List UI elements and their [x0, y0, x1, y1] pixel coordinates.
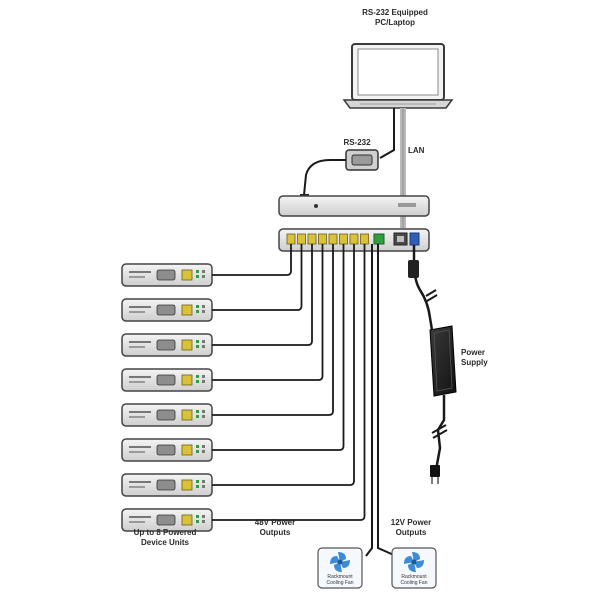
- fan1-caption-line1: Rackmount: [327, 574, 353, 580]
- cooling-fan-2: [391, 547, 437, 589]
- laptop: [342, 43, 454, 109]
- fan2-caption-line1: Rackmount: [401, 574, 427, 580]
- power-supply-label-line2: Supply: [461, 358, 488, 367]
- poe-port-8: [360, 233, 369, 245]
- power-cable: [408, 245, 438, 331]
- device-unit-2: [121, 298, 213, 322]
- poe-port-7: [349, 233, 359, 245]
- device-cable-8: [212, 244, 366, 521]
- poe-switch-rear: [278, 228, 430, 252]
- 12v-outputs-label-line2: Outputs: [395, 528, 427, 537]
- device-cable-2: [212, 244, 303, 311]
- 48v-outputs-label-line2: Outputs: [259, 528, 291, 537]
- rs232-label: RS-232: [343, 138, 371, 147]
- device-cables: [212, 244, 366, 521]
- devices-label-line1: Up to 8 Powered: [133, 528, 197, 537]
- fan-cables: [365, 244, 397, 557]
- device-unit-3: [121, 333, 213, 357]
- 12v-outputs-label-line1: 12V Power: [390, 518, 432, 527]
- device-cable-4: [212, 244, 324, 381]
- device-cable-3: [212, 244, 313, 346]
- device-cable-7: [212, 244, 355, 486]
- 48v-outputs-label-line1: 48V Power: [254, 518, 296, 527]
- cooling-fan-1: [317, 547, 363, 589]
- device-cable-6: [212, 244, 345, 451]
- device-unit-6: [121, 438, 213, 462]
- power-supply-brick: [429, 325, 457, 484]
- poe-switch-front: [278, 195, 430, 217]
- device-unit-5: [121, 403, 213, 427]
- poe-port-5: [328, 233, 338, 245]
- pc-label-line1: RS-232 Equipped: [362, 8, 428, 17]
- poe-port-1: [286, 233, 296, 245]
- devices-label-line2: Device Units: [140, 538, 190, 547]
- device-cable-1: [212, 244, 292, 276]
- device-unit-7: [121, 473, 213, 497]
- fan1-caption-line2: Cooling Fan: [326, 580, 354, 586]
- lan-label: LAN: [408, 146, 425, 155]
- pc-label-line2: PC/Laptop: [375, 18, 415, 27]
- device-cable-5: [212, 244, 334, 416]
- fan2-caption-line2: Cooling Fan: [400, 580, 428, 586]
- poe-port-4: [318, 233, 327, 245]
- device-unit-1: [121, 263, 213, 287]
- poe-port-3: [307, 233, 317, 245]
- rs232-cable: [300, 108, 395, 206]
- device-units: [121, 263, 213, 532]
- device-unit-4: [121, 368, 213, 392]
- device-unit-8: [121, 508, 213, 532]
- poe-port-6: [339, 233, 348, 245]
- power-supply-label-line1: Power: [461, 348, 486, 357]
- poe-port-2: [297, 233, 306, 245]
